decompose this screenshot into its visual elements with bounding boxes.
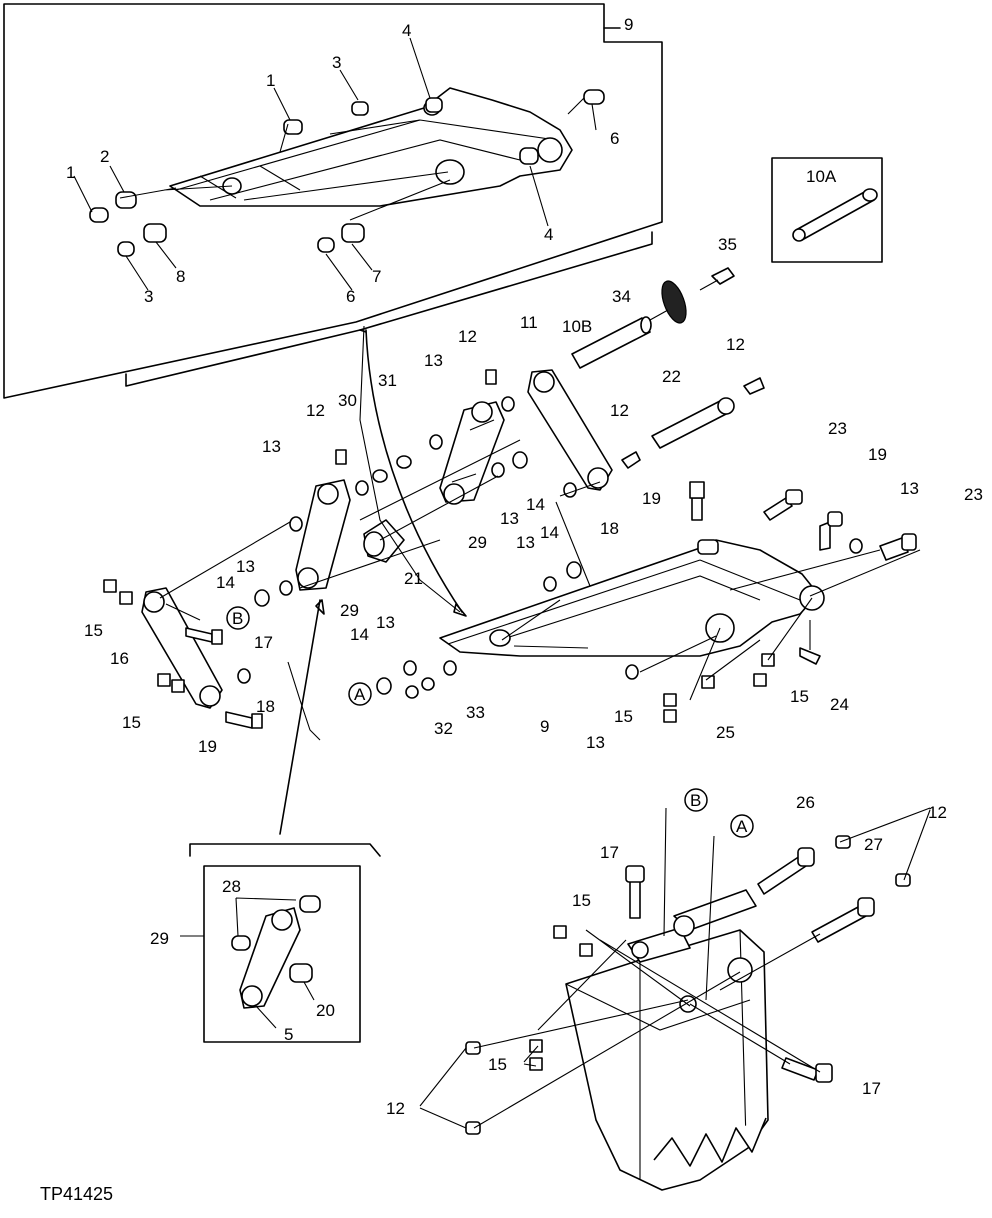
part-label: 6	[610, 129, 619, 148]
part-label: 6	[346, 287, 355, 306]
link-16	[141, 587, 223, 709]
bucket	[465, 835, 911, 1191]
part-label: 1	[66, 163, 75, 182]
part-label: 7	[372, 267, 381, 286]
leaders-top	[73, 37, 597, 291]
part-label: 11	[520, 313, 538, 332]
part-label: 13	[376, 613, 395, 632]
part-label: 2	[100, 147, 109, 166]
part-label: 3	[332, 53, 341, 72]
part-label: 13	[500, 509, 519, 528]
part-label: 14	[350, 625, 369, 644]
part-label: 29	[468, 533, 487, 552]
ref-a-left: A	[354, 685, 366, 704]
inset-link-label: 29	[150, 929, 169, 948]
part-label: 18	[600, 519, 619, 538]
part-label: 24	[830, 695, 849, 714]
part-label: 15	[122, 713, 141, 732]
part-label: 14	[216, 573, 235, 592]
part-label: 12	[458, 327, 477, 346]
part-labels: 9 10A 29 1 1 2 3 3 4 4 6 6 7 8 35 34 10B…	[66, 15, 983, 1118]
arm-body	[169, 87, 573, 207]
part-label: 23	[964, 485, 983, 504]
part-label: 32	[434, 719, 453, 738]
part-label: 15	[790, 687, 809, 706]
part-label: 14	[526, 495, 545, 514]
part-label: 29	[340, 601, 359, 620]
reference-markers: B A B A	[226, 606, 754, 838]
part-label: 16	[110, 649, 129, 668]
part-label: 19	[198, 737, 217, 756]
part-label: 13	[900, 479, 919, 498]
part-label: 9	[540, 717, 549, 736]
frame-label: 9	[624, 15, 633, 34]
ref-a-bucket: A	[736, 817, 748, 836]
leaders-middle	[159, 325, 921, 835]
leaders-bucket	[419, 807, 931, 1129]
link-29-inset-frame	[180, 843, 381, 1043]
part-label: 8	[176, 267, 185, 286]
part-label: 4	[402, 21, 411, 40]
part-label: 5	[284, 1025, 293, 1044]
part-label: 12	[306, 401, 325, 420]
link-11	[527, 369, 613, 491]
part-label: 14	[540, 523, 559, 542]
part-label: 15	[614, 707, 633, 726]
part-label: 12	[726, 335, 745, 354]
part-label: 33	[466, 703, 485, 722]
part-label: 1	[266, 71, 275, 90]
ref-b-left: B	[232, 609, 243, 628]
pin-inset-frame	[771, 157, 883, 263]
part-label: 15	[488, 1055, 507, 1074]
part-label: 10B	[562, 317, 592, 336]
part-label: 4	[544, 225, 553, 244]
part-label: 28	[222, 877, 241, 896]
part-label: 30	[338, 391, 357, 410]
part-label: 15	[572, 891, 591, 910]
part-label: 12	[610, 401, 629, 420]
part-label: 23	[828, 419, 847, 438]
bolts	[185, 481, 917, 729]
part-label: 12	[928, 803, 947, 822]
part-label: 17	[862, 1079, 881, 1098]
part-label: 13	[262, 437, 281, 456]
ref-b-bucket: B	[690, 791, 701, 810]
pin-22	[621, 377, 765, 469]
part-label: 22	[662, 367, 681, 386]
part-label: 26	[796, 793, 815, 812]
part-label: 27	[864, 835, 883, 854]
part-label: 35	[718, 235, 737, 254]
part-label: 17	[600, 843, 619, 862]
bushings-top	[89, 89, 605, 257]
part-label: 34	[612, 287, 631, 306]
part-label: 15	[84, 621, 103, 640]
part-label: 13	[236, 557, 255, 576]
washers-middle	[103, 369, 863, 723]
part-label: 13	[586, 733, 605, 752]
part-label: 20	[316, 1001, 335, 1020]
part-label: 19	[868, 445, 887, 464]
part-label: 19	[642, 489, 661, 508]
link-29-lower	[295, 479, 405, 591]
part-label: 17	[254, 633, 273, 652]
part-label: 21	[404, 569, 423, 588]
arm-9	[439, 539, 825, 657]
pin-10b-assembly	[571, 267, 735, 369]
part-label: 13	[424, 351, 443, 370]
part-label: 18	[256, 697, 275, 716]
part-label: 3	[144, 287, 153, 306]
part-label: 13	[516, 533, 535, 552]
part-label: 25	[716, 723, 735, 742]
figure-code: TP41425	[40, 1184, 113, 1204]
part-label: 31	[378, 371, 397, 390]
link-29-upper	[439, 401, 505, 505]
inset-pin-label: 10A	[806, 167, 837, 186]
part-label: 12	[386, 1099, 405, 1118]
